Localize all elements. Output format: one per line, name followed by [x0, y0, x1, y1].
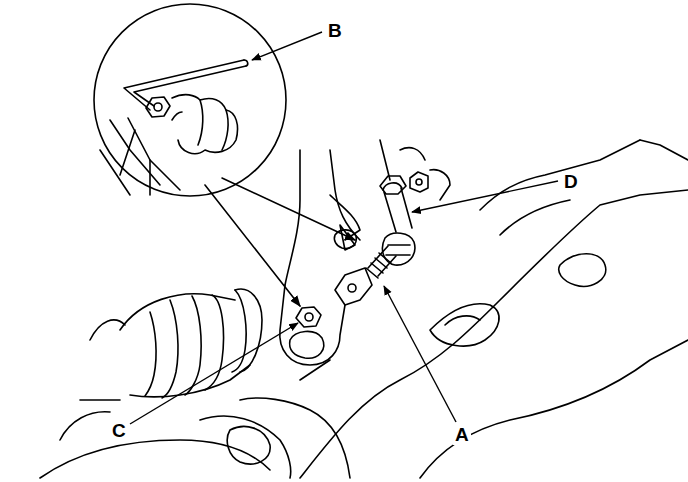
illustration-line — [162, 300, 178, 398]
illustration-line — [120, 130, 135, 175]
illustration-line — [124, 60, 244, 110]
illustration-line — [120, 294, 235, 330]
illustration-line — [222, 178, 355, 240]
illustration-line — [416, 179, 422, 185]
illustration-line — [235, 289, 262, 372]
illustration-line — [300, 190, 688, 478]
illustration-line — [386, 254, 410, 256]
illustration-line — [149, 160, 151, 195]
illustration-line — [348, 284, 356, 292]
illustration-line — [640, 140, 688, 160]
illustration-line — [380, 140, 390, 180]
illustration-line — [172, 112, 182, 120]
illustration-line — [330, 150, 360, 240]
illustration-line — [280, 285, 345, 365]
illustration-line — [290, 331, 324, 358]
illustration-line — [80, 399, 120, 401]
illustration-line — [371, 263, 383, 273]
illustration-line — [130, 323, 298, 424]
callout-letter: A — [453, 424, 471, 445]
illustration-line — [205, 295, 224, 390]
illustration-line — [100, 150, 130, 195]
illustration-line — [480, 140, 640, 210]
callout-letter: B — [326, 20, 344, 41]
illustration-line — [252, 32, 322, 60]
illustration-line — [244, 60, 248, 66]
illustration-line — [420, 340, 688, 478]
illustration-line — [305, 313, 313, 321]
illustration-line — [296, 307, 321, 327]
illustration-line — [384, 192, 396, 232]
illustration-line — [383, 183, 402, 190]
callout-letter: C — [110, 420, 128, 441]
illustration-line — [379, 253, 391, 263]
illustration-line — [375, 258, 387, 268]
illustration-line — [40, 440, 270, 478]
callout-letter: D — [562, 171, 580, 192]
illustration-line — [227, 426, 270, 464]
illustration-line — [200, 416, 291, 478]
illustration-line — [90, 320, 125, 340]
illustration-line — [222, 110, 228, 150]
illustration-line — [380, 176, 406, 194]
illustration-line — [154, 103, 162, 111]
illustration-line — [384, 286, 456, 422]
illustration-line — [128, 118, 180, 190]
illustration-line — [94, 4, 286, 196]
illustration-line — [430, 304, 499, 346]
illustration-line — [335, 268, 372, 305]
callout-leaders — [130, 32, 558, 424]
illustration-line — [559, 254, 606, 287]
illustration-line — [285, 150, 300, 285]
illustration-line — [330, 195, 360, 240]
illustration-line — [145, 312, 156, 396]
illustration-line — [430, 170, 450, 200]
illustration-line — [205, 185, 300, 306]
illustration-line — [198, 100, 203, 145]
illustration-line — [388, 244, 410, 246]
illustration-line — [185, 296, 201, 395]
illustration-line — [500, 200, 570, 235]
illustration-line — [60, 412, 110, 440]
illustration-line — [300, 360, 330, 380]
detail-view — [94, 4, 355, 306]
illustration-line — [366, 268, 378, 278]
illustration-line — [240, 398, 350, 478]
illustration-line — [146, 97, 170, 117]
main-drawing — [40, 140, 688, 478]
illustration-line — [400, 148, 425, 160]
illustration-line — [445, 316, 480, 325]
illustration-line — [412, 181, 558, 212]
illustration-line — [401, 188, 412, 228]
illustration-line — [232, 290, 246, 372]
illustration-line — [172, 95, 238, 154]
illustration-line — [410, 172, 428, 192]
